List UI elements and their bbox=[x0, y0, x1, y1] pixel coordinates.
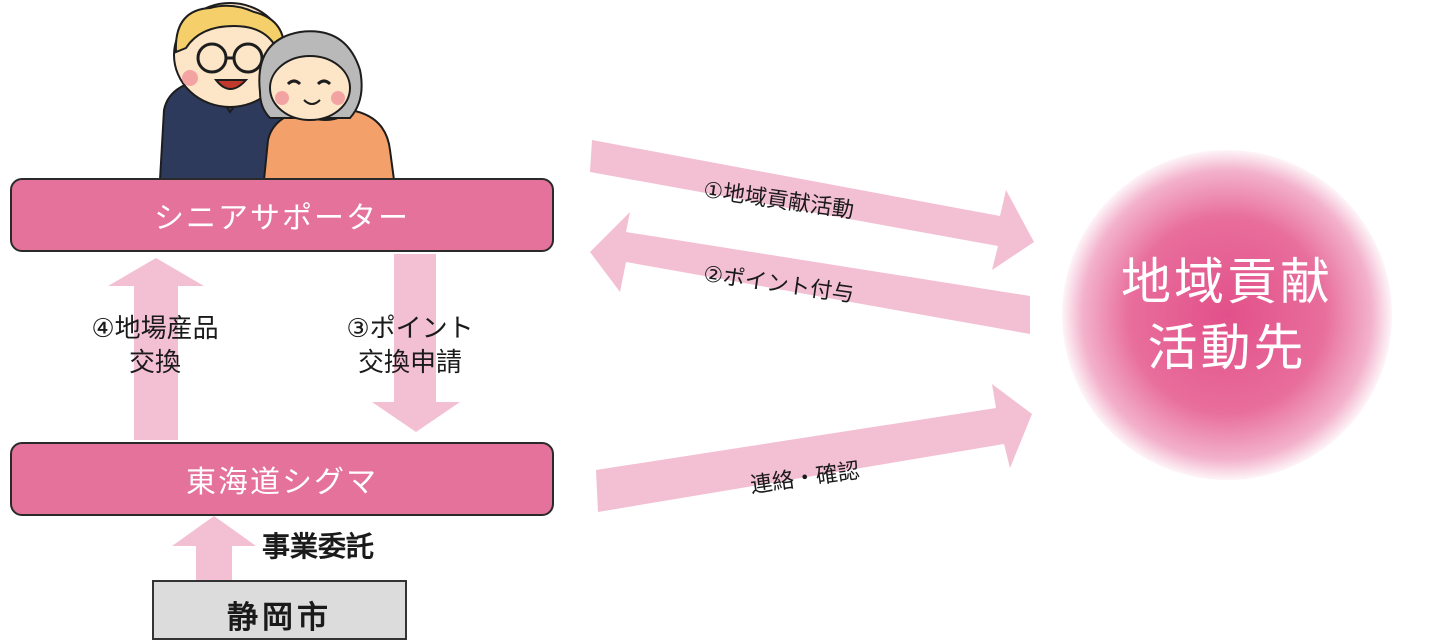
destination-line1: 地域貢献 bbox=[1121, 253, 1333, 311]
woman-cheek-right-shape bbox=[331, 91, 345, 105]
woman-eye-right-shape bbox=[316, 79, 332, 86]
exchange-label-line2: 交換 bbox=[128, 348, 181, 378]
exchange-up-arrow bbox=[108, 258, 204, 440]
woman-face-shape bbox=[269, 55, 351, 121]
points-arrow bbox=[590, 212, 1030, 334]
contract-up-arrow bbox=[172, 516, 256, 580]
tokaido-sigma-label: 東海道シグマ bbox=[186, 465, 378, 500]
man-mouth-shape bbox=[213, 79, 249, 90]
activity-arrow bbox=[590, 140, 1034, 270]
request-label: ③ポイント 交換申請 bbox=[320, 312, 500, 380]
request-label-line2: 交換申請 bbox=[357, 348, 462, 378]
destination-line2: 活動先 bbox=[1147, 319, 1307, 377]
contact-arrow bbox=[596, 384, 1032, 512]
shizuoka-city-label: 静岡市 bbox=[227, 600, 332, 636]
tokaido-sigma-box: 東海道シグマ bbox=[10, 442, 554, 516]
woman-cheek-left-shape bbox=[275, 91, 289, 105]
senior-supporter-box: シニアサポーター bbox=[10, 178, 554, 252]
exchange-label: ④地場産品 交換 bbox=[70, 312, 240, 380]
man-hair-shape bbox=[174, 4, 286, 54]
woman-mouth-shape bbox=[303, 99, 321, 105]
man-cheek-left-shape bbox=[182, 70, 198, 86]
exchange-label-line1: ④地場産品 bbox=[91, 314, 219, 344]
destination-circle: 地域貢献 活動先 bbox=[1062, 150, 1392, 480]
request-label-line1: ③ポイント bbox=[346, 314, 474, 344]
request-down-arrow bbox=[372, 254, 460, 432]
shizuoka-city-box: 静岡市 bbox=[152, 580, 407, 640]
woman-eye-left-shape bbox=[286, 79, 302, 86]
senior-couple-illustration bbox=[158, 2, 396, 180]
senior-supporter-label: シニアサポーター bbox=[154, 201, 410, 236]
contract-label: 事業委託 bbox=[262, 530, 375, 563]
